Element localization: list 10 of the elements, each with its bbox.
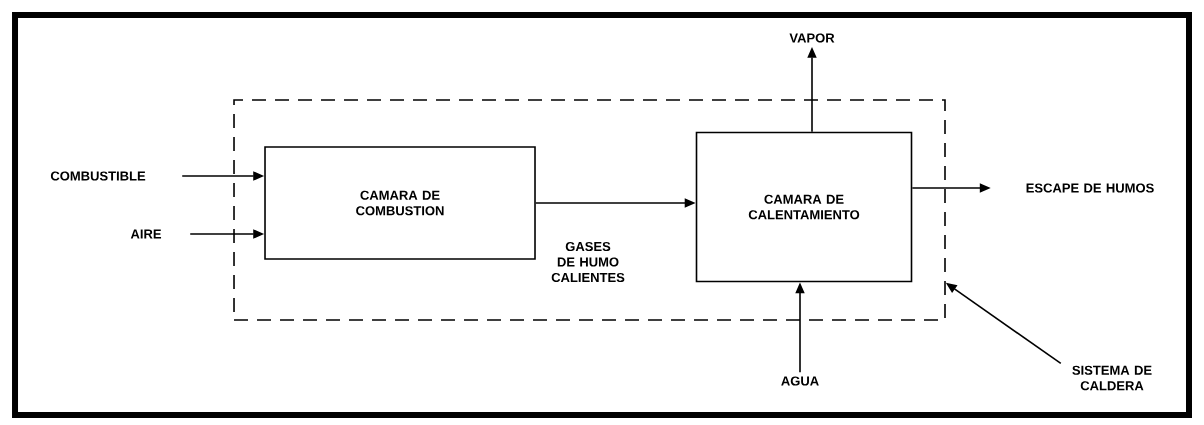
process-box: CAMARA DE COMBUSTION xyxy=(264,146,536,260)
process-box: CAMARA DE CALENTAMIENTO xyxy=(695,131,913,283)
flow-label: SISTEMA DE CALDERA xyxy=(1072,365,1152,391)
flow-label: AIRE xyxy=(130,229,162,239)
system-boundary xyxy=(233,99,946,321)
flow-label: VAPOR xyxy=(789,33,835,43)
flow-label: AGUA xyxy=(781,376,819,386)
flow-label: ESCAPE DE HUMOS xyxy=(1026,183,1154,193)
edge-label: GASES DE HUMO CALIENTES xyxy=(540,239,636,285)
flow-label: COMBUSTIBLE xyxy=(50,171,146,181)
